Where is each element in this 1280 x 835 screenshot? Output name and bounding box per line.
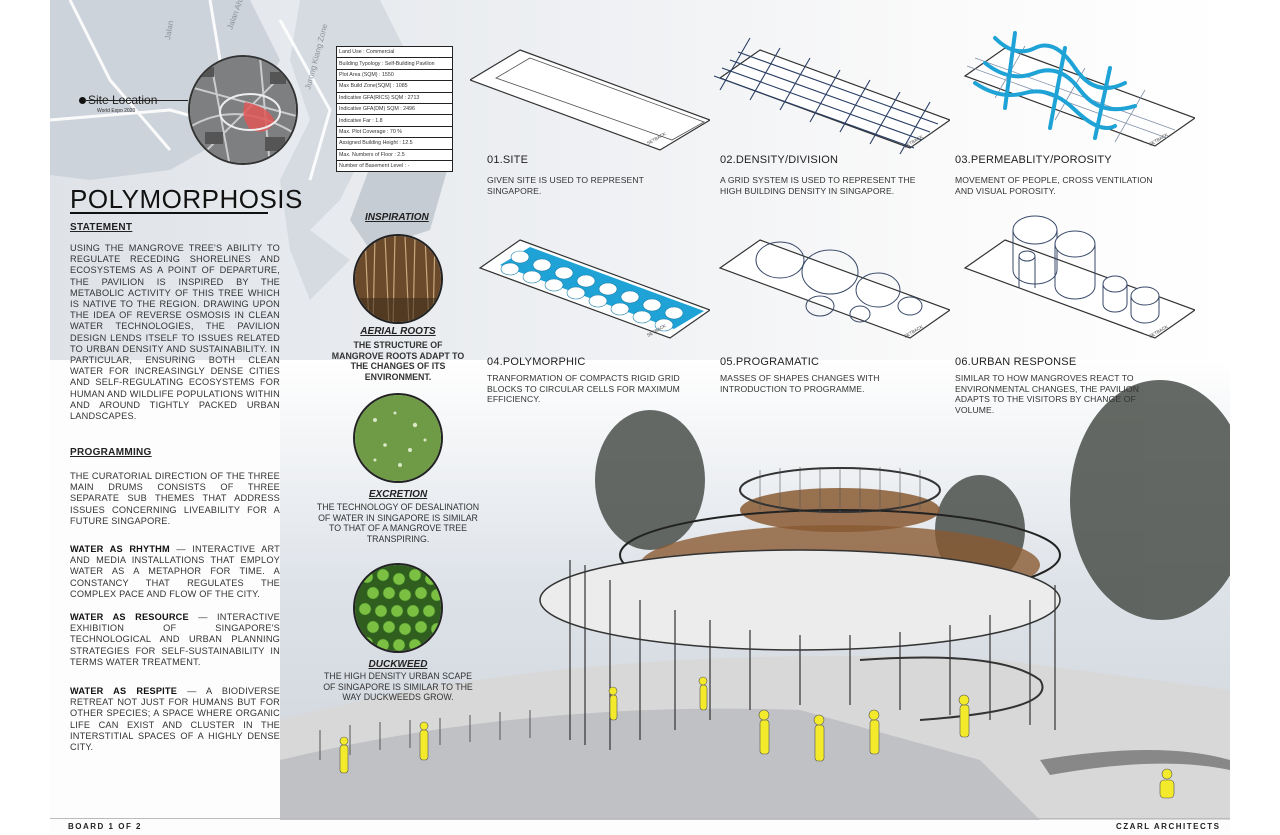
step-02-title: 02.DENSITY/DIVISION	[720, 154, 839, 166]
site-aerial-photo	[188, 55, 298, 165]
programming-intro: THE CURATORIAL DIRECTION OF THE THREE MA…	[70, 471, 280, 526]
water-as-respite: WATER AS RESPITE — A BIODIVERSE RETREAT …	[70, 686, 280, 753]
programming-heading: PROGRAMMING	[70, 447, 152, 458]
step-04-title: 04.POLYMORPHIC	[487, 356, 586, 368]
diagram-site: SETBACK	[470, 49, 710, 151]
step-04-text: TRANFORMATION OF COMPACTS RIGID GRID BLO…	[487, 373, 680, 404]
diagram-urban-response: SETBACK	[963, 215, 1195, 339]
excretion-image	[353, 393, 443, 483]
site-data-row: Max Build Zone(SQM) : 1085	[336, 80, 453, 93]
water-as-respite-text: — A BIODIVERSE RETREAT NOT JUST FOR HUMA…	[70, 686, 281, 753]
water-as-rhythm: WATER AS RHYTHM — INTERACTIVE ART AND ME…	[70, 544, 280, 600]
site-data-row: Land Use : Commercial	[336, 45, 453, 59]
statement-heading: STATEMENT	[70, 222, 133, 233]
water-as-resource-title: WATER AS RESOURCE	[70, 612, 189, 622]
site-data-cell: Land Use : Commercial	[336, 45, 453, 59]
step-03-title: 03.PERMEABLITY/POROSITY	[955, 154, 1112, 166]
presentation-board: Jalan Jalan Ahmad Ibrahim Jurong Kiang Z…	[50, 0, 1230, 835]
site-data-row: Assigned Building Height : 12.5	[336, 137, 453, 150]
site-location-subtitle: World Expo 2020	[97, 108, 136, 114]
svg-text:Jalan: Jalan	[163, 20, 175, 40]
pavilion-rendering	[280, 360, 1230, 820]
step-05-title: 05.PROGRAMATIC	[720, 356, 820, 368]
step-01-text: GIVEN SITE IS USED TO REPRESENT SINGAPOR…	[487, 175, 644, 196]
site-location-leader-line	[84, 100, 188, 101]
water-as-respite-title: WATER AS RESPITE	[70, 686, 178, 696]
board-number: BOARD 1 OF 2	[68, 822, 143, 831]
water-as-rhythm-text: — INTERACTIVE ART AND MEDIA INSTALLATION…	[70, 544, 280, 599]
step-05-text: MASSES OF SHAPES CHANGES WITH INTRODUCTI…	[720, 373, 880, 394]
site-data-cell: Assigned Building Height : 12.5	[336, 137, 453, 150]
step-02-text: A GRID SYSTEM IS USED TO REPRESENT THE H…	[720, 175, 916, 196]
statement-text: USING THE MANGROVE TREE'S ABILITY TO REG…	[70, 243, 280, 422]
step-06-title: 06.URBAN RESPONSE	[955, 356, 1077, 368]
duckweed-image	[353, 563, 443, 653]
site-data-cell: Building Typology : Self-Building Pavili…	[336, 57, 453, 70]
site-location-marker	[79, 97, 86, 104]
site-data-cell: Number of Basement Level : -	[336, 159, 453, 173]
site-data-cell: Indicative GFA(DM) SQM : 2496	[336, 102, 453, 116]
site-data-cell: Indicative Far : 1.8	[336, 114, 453, 127]
site-data-row: Plot Area (SQM) : 1550	[336, 68, 453, 82]
site-data-cell: Plot Area (SQM) : 1550	[336, 68, 453, 82]
diagram-permeability: SETBACK	[963, 31, 1195, 147]
site-data-row: Building Typology : Self-Building Pavili…	[336, 57, 453, 70]
water-as-resource-text: — INTERACTIVE EXHIBITION OF SINGAPORE'S …	[70, 612, 280, 667]
step-06-text: SIMILAR TO HOW MANGROVES REACT TO ENVIRO…	[955, 373, 1140, 415]
water-as-resource: WATER AS RESOURCE — INTERACTIVE EXHIBITI…	[70, 612, 280, 668]
site-data-cell: Max Build Zone(SQM) : 1085	[336, 80, 453, 93]
site-data-row: Indicative GFA(RICS) SQM : 2713	[336, 91, 453, 104]
excretion-text: THE TECHNOLOGY OF DESALINATION OF WATER …	[316, 502, 480, 544]
diagram-programmatic: SETBACK	[718, 239, 950, 339]
footer-divider	[50, 818, 1230, 819]
step-03-text: MOVEMENT OF PEOPLE, CROSS VENTILATION AN…	[955, 175, 1153, 196]
inspiration-heading: INSPIRATION	[365, 212, 429, 223]
site-location-label: Site Location	[88, 93, 158, 107]
site-data-row: Indicative Far : 1.8	[336, 114, 453, 127]
diagram-polymorphic: SETBACK	[478, 239, 710, 339]
duckweed-text: THE HIGH DENSITY URBAN SCAPE OF SINGAPOR…	[323, 671, 473, 702]
title-underline	[70, 212, 268, 214]
site-data-row: Max. Plot Coverage : 70 %	[336, 125, 453, 139]
firm-name: CZARL ARCHITECTS	[1116, 822, 1221, 831]
site-data-cell: Max. Plot Coverage : 70 %	[336, 125, 453, 139]
duckweed-label: DUCKWEED	[368, 659, 428, 670]
site-data-cell: Indicative GFA(RICS) SQM : 2713	[336, 91, 453, 104]
site-data-row: Max. Numbers of Floor : 2.5	[336, 148, 453, 161]
excretion-label: EXCRETION	[368, 489, 428, 500]
site-data-row: Number of Basement Level : -	[336, 159, 453, 173]
site-data-cell: Max. Numbers of Floor : 2.5	[336, 148, 453, 161]
aerial-roots-label: AERIAL ROOTS	[360, 326, 436, 337]
aerial-roots-text: THE STRUCTURE OF MANGROVE ROOTS ADAPT TO…	[331, 340, 465, 382]
project-title: POLYMORPHOSIS	[70, 184, 303, 214]
site-data-row: Indicative GFA(DM) SQM : 2496	[336, 102, 453, 116]
step-01-title: 01.SITE	[487, 154, 529, 166]
aerial-roots-image	[353, 234, 443, 324]
diagram-density-grid: SETBACK	[713, 37, 950, 155]
water-as-rhythm-title: WATER AS RHYTHM	[70, 544, 170, 554]
